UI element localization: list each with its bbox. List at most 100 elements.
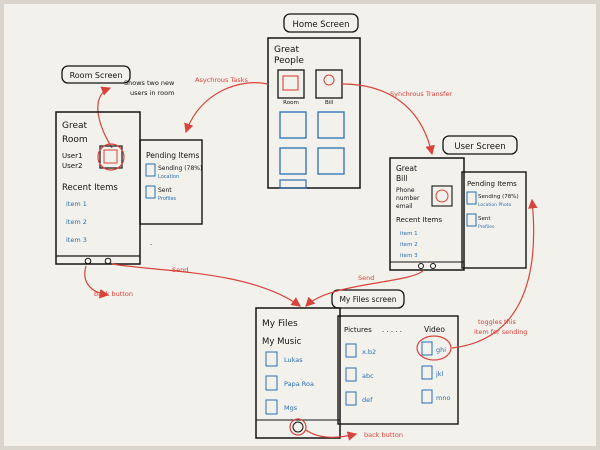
picture-file-icon	[345, 367, 357, 382]
music-item-1[interactable]: Lukas	[284, 356, 303, 364]
user-title-box	[442, 135, 518, 155]
user-avatar-box	[431, 185, 453, 207]
send-arrow-right	[305, 269, 425, 307]
room-item-2[interactable]: item 2	[66, 218, 87, 226]
room-heading-1: Great	[62, 121, 88, 131]
user-title: User Screen	[454, 142, 505, 152]
room-avatar-highlight	[97, 143, 125, 171]
toggle-label-2: item for sending	[474, 328, 527, 336]
files-back-highlight	[289, 418, 307, 436]
room-back-label: back button	[94, 290, 133, 298]
user-phone-frame	[389, 157, 465, 271]
room-title: Room Screen	[70, 71, 123, 80]
async-arrow	[184, 82, 269, 134]
user-heading-1: Great	[396, 164, 417, 173]
files-media-panel	[337, 315, 459, 425]
home-tile-room-label: Room	[283, 100, 299, 106]
home-title: Home Screen	[292, 20, 349, 30]
home-tile-bill-label: Bill	[325, 100, 334, 106]
room-heading-2: Room	[62, 135, 88, 145]
home-tile-room[interactable]	[277, 69, 305, 99]
sync-arrow	[341, 83, 435, 156]
user-home-icon[interactable]	[430, 263, 436, 269]
room-item-1[interactable]: item 1	[66, 200, 87, 208]
files-back-label: back button	[364, 431, 403, 439]
files-heading-1: My Files	[262, 319, 298, 329]
files-back-arrow	[305, 429, 358, 441]
picture-item-1[interactable]: x.b2	[362, 348, 376, 356]
home-title-box	[283, 13, 359, 33]
room-home-icon[interactable]	[104, 257, 112, 265]
picture-item-2[interactable]: abc	[362, 372, 374, 380]
user-back-icon[interactable]	[418, 263, 424, 269]
video-item-3[interactable]: mno	[436, 394, 450, 402]
music-file-icon	[265, 375, 278, 391]
home-tile[interactable]	[317, 111, 345, 139]
room-back-arrow	[84, 265, 110, 299]
home-phone-frame	[267, 37, 361, 189]
send-label-right: Send	[358, 274, 374, 282]
user-item-2[interactable]: item 2	[400, 242, 418, 248]
room-item-3[interactable]: item 3	[66, 236, 87, 244]
files-phone-frame	[255, 307, 341, 439]
pending-right-entry2-line2: Profiles	[478, 224, 495, 230]
room-user-2: User2	[62, 162, 82, 170]
music-item-2[interactable]: Papa Roa	[284, 380, 314, 388]
user-recent-heading: Recent Items	[396, 216, 442, 224]
video-item-1[interactable]: ghi	[436, 346, 446, 354]
user-field-1: Phone	[396, 187, 415, 194]
home-heading-2: People	[274, 56, 304, 66]
home-tile[interactable]	[279, 147, 307, 175]
picture-file-icon	[345, 391, 357, 406]
room-avatar-box	[99, 145, 123, 169]
room-tile-icon	[282, 75, 299, 91]
pending-right-frame	[461, 171, 527, 269]
pending-left-dot: .	[150, 239, 152, 247]
video-item-highlight	[416, 335, 452, 361]
pending-left-entry2-line2: Profiles	[158, 196, 177, 202]
file-icon	[466, 213, 477, 227]
pending-right-entry2-line1: Sent	[478, 216, 491, 222]
video-item-2[interactable]: jkl	[435, 370, 444, 378]
sync-label: Synchrous Transfer	[390, 90, 452, 98]
room-recent-heading: Recent Items	[62, 183, 118, 193]
send-arrow-left	[111, 263, 301, 307]
user-field-2: number	[396, 195, 420, 202]
file-icon	[145, 185, 156, 199]
picture-item-3[interactable]: def	[362, 396, 373, 404]
face-icon	[323, 74, 335, 86]
files-heading-2: My Music	[262, 337, 302, 347]
toggle-arrow	[451, 198, 538, 349]
video-label: Video	[424, 325, 445, 334]
face-icon	[435, 189, 449, 203]
pending-right-entry1-line1: Sending (78%)	[478, 194, 519, 200]
async-label: Asychrous Tasks	[195, 76, 248, 84]
home-tile[interactable]	[317, 147, 345, 175]
room-note-1: Shows two new	[124, 79, 175, 87]
toggle-label-1: toggles this	[478, 318, 517, 326]
pending-left-entry2-line1: Sent	[158, 187, 172, 194]
files-title: My Files screen	[339, 295, 396, 304]
pending-right-entry1-line2: Location Photo	[478, 202, 512, 208]
user-field-3: email	[396, 203, 413, 210]
video-file-icon	[421, 389, 433, 404]
pending-right-title: Pending Items	[467, 180, 517, 188]
pending-left-entry1-line2: Location	[158, 174, 179, 180]
room-back-icon[interactable]	[84, 257, 92, 265]
send-label-left: Send	[172, 266, 188, 274]
user-item-1[interactable]: item 1	[400, 231, 418, 237]
home-tile[interactable]	[279, 111, 307, 139]
room-title-box	[61, 65, 131, 84]
user-item-3[interactable]: item 3	[400, 253, 418, 259]
home-tile-partial[interactable]	[279, 179, 307, 189]
paper-background	[4, 4, 596, 446]
room-avatar-icon	[103, 149, 118, 164]
pending-left-title: Pending Items	[146, 151, 199, 160]
files-back-icon[interactable]	[292, 421, 304, 433]
user-heading-2: Bill	[396, 174, 407, 183]
room-note-arrow	[97, 86, 113, 149]
pending-left-entry1-line1: Sending (78%)	[158, 165, 202, 172]
music-item-3[interactable]: Mgs	[284, 404, 298, 412]
